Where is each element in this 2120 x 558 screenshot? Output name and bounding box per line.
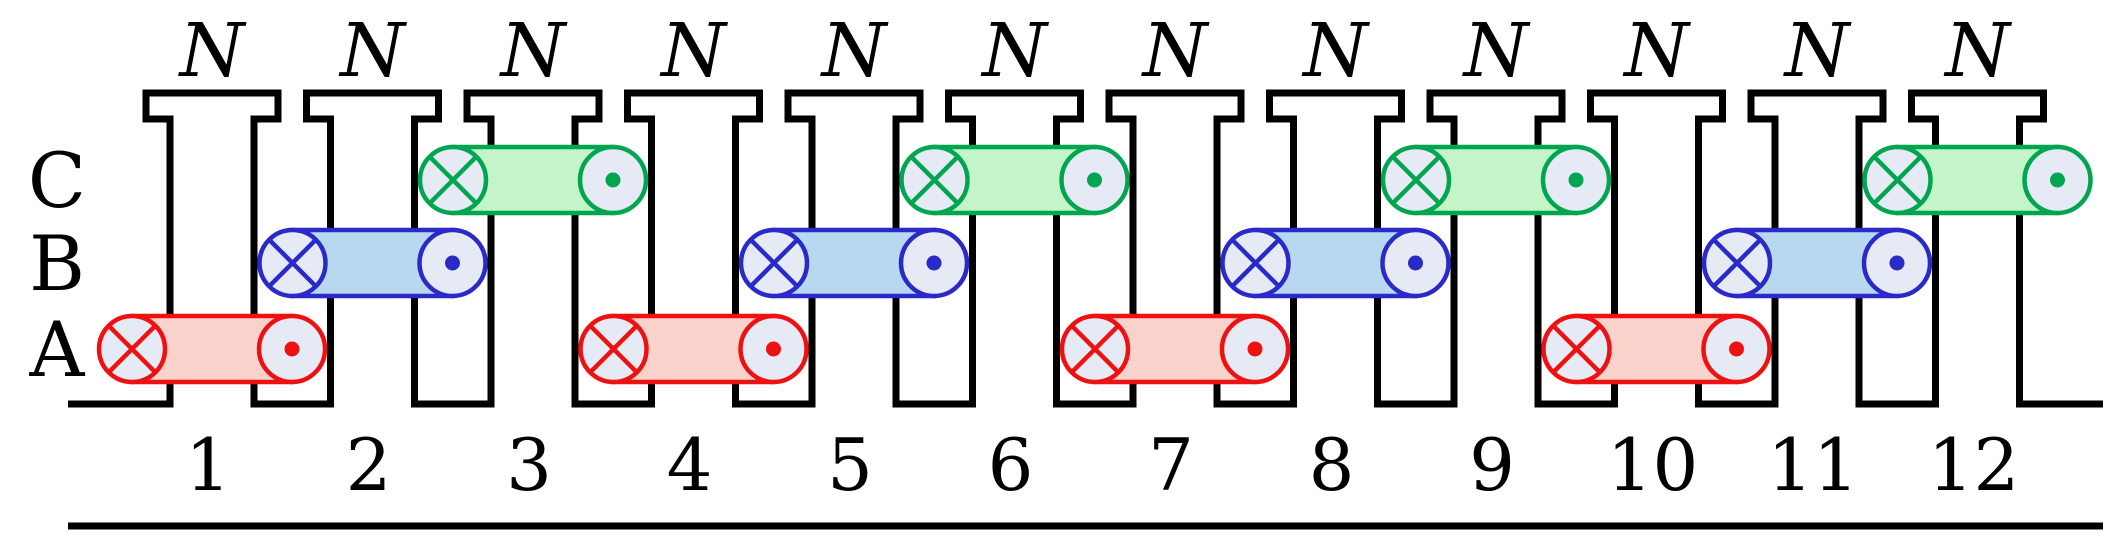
- current-into-page-icon: [899, 144, 970, 216]
- tooth-number: 11: [1767, 423, 1859, 507]
- phase-coil: [578, 313, 809, 385]
- tooth-number: 7: [1148, 423, 1194, 507]
- current-into-page-icon: [417, 144, 489, 216]
- tooth-number: 9: [1469, 423, 1515, 507]
- current-into-page-icon: [1862, 144, 1933, 216]
- current-out-of-page-icon: [417, 227, 488, 299]
- pole-label: N: [338, 8, 407, 94]
- pole-label: N: [499, 8, 568, 94]
- current-out-of-page-icon: [1380, 227, 1451, 299]
- phase-coil: [738, 227, 970, 299]
- current-out-of-page-icon: [1540, 144, 1612, 216]
- current-into-page-icon: [1541, 313, 1612, 385]
- stator-teeth: [68, 89, 2103, 530]
- current-into-page-icon: [96, 313, 168, 385]
- phase-coil: [417, 144, 649, 216]
- tooth-number: 8: [1309, 423, 1355, 507]
- phase-label: B: [29, 219, 85, 308]
- current-into-page-icon: [257, 227, 328, 299]
- pole-label: N: [1783, 8, 1852, 94]
- phase-coils: [96, 144, 2093, 385]
- current-out-of-page-icon: [2022, 144, 2093, 216]
- tooth-number: 12: [1928, 423, 2020, 507]
- current-into-page-icon: [1380, 144, 1452, 216]
- tooth-number: 6: [988, 423, 1034, 507]
- current-into-page-icon: [1701, 227, 1773, 299]
- pole-label: N: [1301, 8, 1370, 94]
- current-into-page-icon: [1059, 313, 1131, 385]
- current-out-of-page-icon: [1861, 227, 1933, 299]
- tooth-number: 10: [1607, 423, 1699, 507]
- current-out-of-page-icon: [1701, 313, 1772, 385]
- pole-label: N: [1141, 8, 1210, 94]
- phase-coil: [1701, 227, 1933, 299]
- stator-tooth-outline: [68, 89, 2103, 408]
- phase-coil: [96, 313, 328, 385]
- tooth-number: 4: [667, 423, 713, 507]
- phase-label: C: [28, 136, 86, 225]
- pole-label: N: [1943, 8, 2012, 94]
- pole-label: N: [659, 8, 728, 94]
- phase-coil: [1059, 313, 1291, 385]
- current-out-of-page-icon: [577, 144, 649, 216]
- pole-label: N: [980, 8, 1049, 94]
- tooth-number: 5: [827, 423, 873, 507]
- current-into-page-icon: [578, 313, 649, 385]
- phase-coil: [899, 144, 1130, 216]
- current-out-of-page-icon: [898, 227, 970, 299]
- current-out-of-page-icon: [256, 313, 328, 385]
- current-into-page-icon: [1220, 227, 1291, 299]
- phase-coil: [257, 227, 488, 299]
- phase-label: A: [29, 305, 86, 394]
- current-out-of-page-icon: [1059, 144, 1130, 216]
- current-out-of-page-icon: [738, 313, 809, 385]
- pole-label: N: [820, 8, 889, 94]
- phase-coil: [1380, 144, 1612, 216]
- pole-label: N: [178, 8, 247, 94]
- tooth-number: 2: [346, 423, 392, 507]
- labels: N 1 N 2 N 3 N 4 N 5 N 6 N 7 N 8 N 9 N 10 N 11 N 12 CBA: [28, 8, 2019, 507]
- phase-coil: [1862, 144, 2093, 216]
- tooth-number: 3: [506, 423, 552, 507]
- current-out-of-page-icon: [1219, 313, 1291, 385]
- tooth-number: 1: [185, 423, 231, 507]
- phase-coil: [1541, 313, 1772, 385]
- current-into-page-icon: [738, 227, 810, 299]
- pole-label: N: [1462, 8, 1531, 94]
- pole-label: N: [1622, 8, 1691, 94]
- phase-coil: [1220, 227, 1451, 299]
